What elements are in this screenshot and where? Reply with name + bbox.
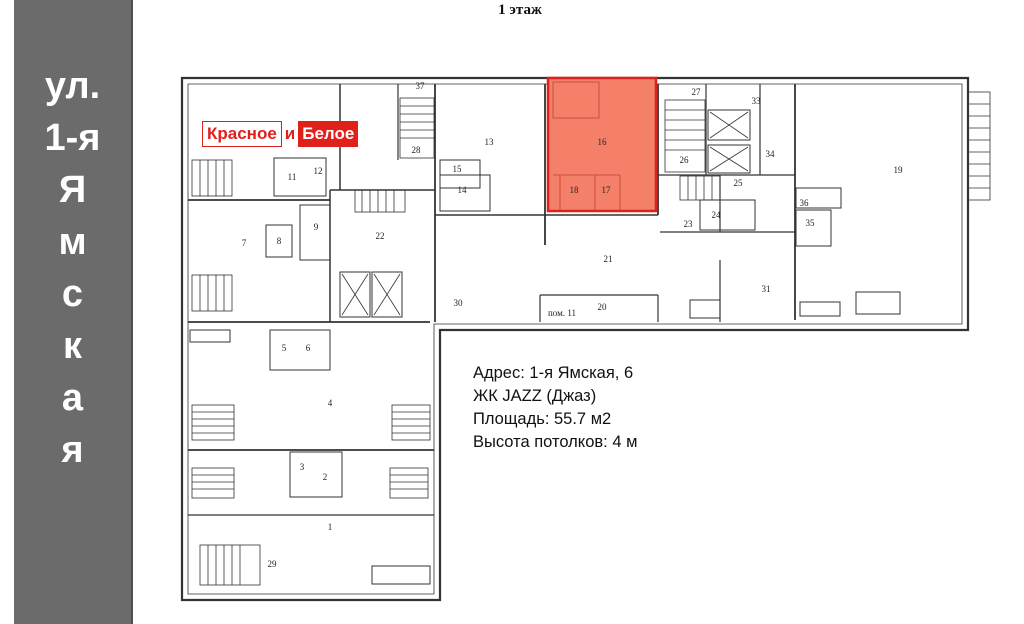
room-number: 33: [752, 96, 762, 106]
room-number: 19: [894, 165, 904, 175]
sidebar-panel: [14, 0, 133, 624]
room-number: 5: [282, 343, 287, 353]
floor-title: 1 этаж: [498, 2, 542, 18]
property-info: Адрес: 1-я Ямская, 6 ЖК JAZZ (Джаз) Площ…: [473, 362, 637, 454]
room-number: 14: [458, 185, 468, 195]
room-number: 17: [602, 185, 612, 195]
room-number: 24: [712, 210, 722, 220]
room-number: 7: [242, 238, 247, 248]
street-line: ул.: [44, 65, 101, 107]
complex-line: ЖК JAZZ (Джаз): [473, 387, 597, 405]
brand-word-white: Белое: [298, 120, 359, 147]
room-number: 16: [598, 137, 608, 147]
brand-logo: Красное и Белое: [202, 120, 359, 147]
room-number: 28: [412, 145, 422, 155]
street-line: к: [62, 325, 83, 367]
room-number: 12: [314, 166, 323, 176]
sidebar: ул. 1-я Я м с к а я: [0, 0, 133, 624]
room-number: 27: [692, 87, 702, 97]
room-11-label: пом. 11: [548, 308, 576, 318]
room-number: 37: [416, 81, 426, 91]
room-number: 13: [485, 137, 495, 147]
room-number: 18: [570, 185, 580, 195]
street-line: я: [61, 429, 84, 471]
room-number: 2: [323, 472, 328, 482]
brand-word-and: и: [284, 123, 296, 143]
room-number: 21: [604, 254, 613, 264]
room-number: 6: [306, 343, 311, 353]
street-line: м: [58, 221, 87, 263]
room-number: 4: [328, 398, 333, 408]
street-line: а: [61, 377, 84, 419]
room-number: 9: [314, 222, 319, 232]
room-number: 35: [806, 218, 816, 228]
room-number: 31: [762, 284, 771, 294]
room-number: 8: [277, 236, 282, 246]
room-number: 11: [288, 172, 297, 182]
room-number: 29: [268, 559, 278, 569]
highlighted-unit: [546, 76, 658, 213]
room-number: 15: [453, 164, 463, 174]
room-number: 22: [376, 231, 385, 241]
room-number: 3: [300, 462, 305, 472]
room-number: 26: [680, 155, 690, 165]
room-number: 36: [800, 198, 810, 208]
brand-word-red: Красное: [202, 120, 282, 147]
room-number: 30: [454, 298, 464, 308]
street-line: Я: [58, 169, 87, 211]
street-line: 1-я: [44, 117, 101, 159]
room-number: 25: [734, 178, 744, 188]
room-number: 23: [684, 219, 694, 229]
area-line: Площадь: 55.7 м2: [473, 410, 612, 428]
room-number: 34: [766, 149, 776, 159]
room-number: 1: [328, 522, 333, 532]
room-number: 20: [598, 302, 608, 312]
ceiling-line: Высота потолков: 4 м: [473, 433, 638, 451]
street-name: ул. 1-я Я м с к а я: [14, 60, 131, 476]
street-line: с: [61, 273, 84, 315]
address-line: Адрес: 1-я Ямская, 6: [473, 364, 634, 382]
